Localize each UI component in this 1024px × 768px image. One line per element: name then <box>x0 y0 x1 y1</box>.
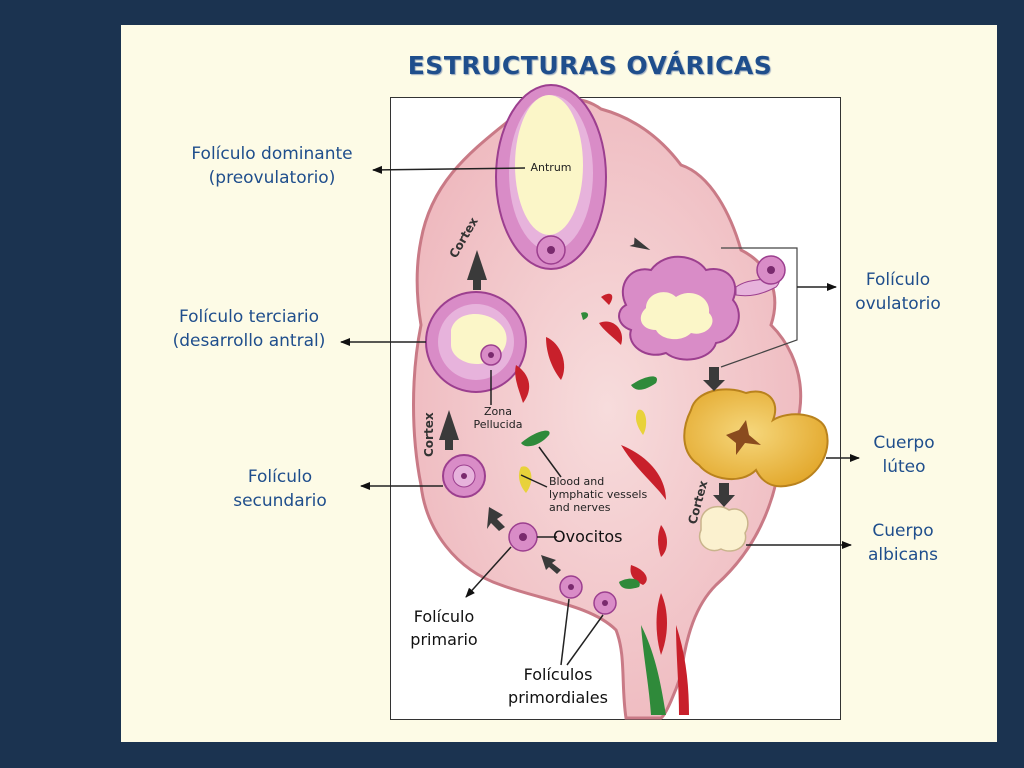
label-secondary-follicle: Folículo secundario <box>233 467 327 511</box>
cycle-arrows <box>439 225 735 574</box>
zona-label-1: Zona <box>484 405 512 418</box>
ovary-tissue <box>412 97 803 720</box>
tertiary-follicle <box>425 291 527 393</box>
label-primordial-follicles: Folículos primordiales <box>508 665 608 707</box>
corpus-albicans <box>698 505 749 552</box>
dominant-follicle <box>495 84 607 270</box>
cortex-label-2: Cortex <box>422 412 436 457</box>
leader-lines <box>340 165 860 666</box>
ovulatory-follicle <box>618 255 786 361</box>
vessels <box>515 293 689 715</box>
label-ovulatory-follicle: Folículo ovulatorio <box>855 270 941 314</box>
primary-follicle <box>508 522 538 552</box>
label-primary-follicle: Folículo primario <box>410 607 478 649</box>
blood-label-3: and nerves <box>549 501 611 514</box>
label-dominant-follicle: Folículo dominante (preovulatorio) <box>191 144 353 188</box>
ovary-diagram: Antrum <box>340 84 860 720</box>
corpus-luteum <box>683 388 829 488</box>
label-tertiary-follicle: Folículo terciario (desarrollo antral) <box>172 307 326 351</box>
zona-label-2: Pellucida <box>474 418 523 431</box>
blood-label-1: Blood and <box>549 475 604 488</box>
antrum-label: Antrum <box>530 161 571 174</box>
blood-label-2: lymphatic vessels <box>549 488 647 501</box>
label-corpus-albicans: Cuerpo albicans <box>867 521 939 565</box>
label-corpus-luteum: Cuerpo lúteo <box>873 433 935 477</box>
slide: ESTRUCTURAS OVÁRICAS Antrum <box>121 25 997 742</box>
primordial-follicles <box>559 575 617 615</box>
secondary-follicle <box>442 454 486 498</box>
slide-title: ESTRUCTURAS OVÁRICAS <box>407 51 773 80</box>
label-oocytes: Ovocitos <box>553 527 623 546</box>
